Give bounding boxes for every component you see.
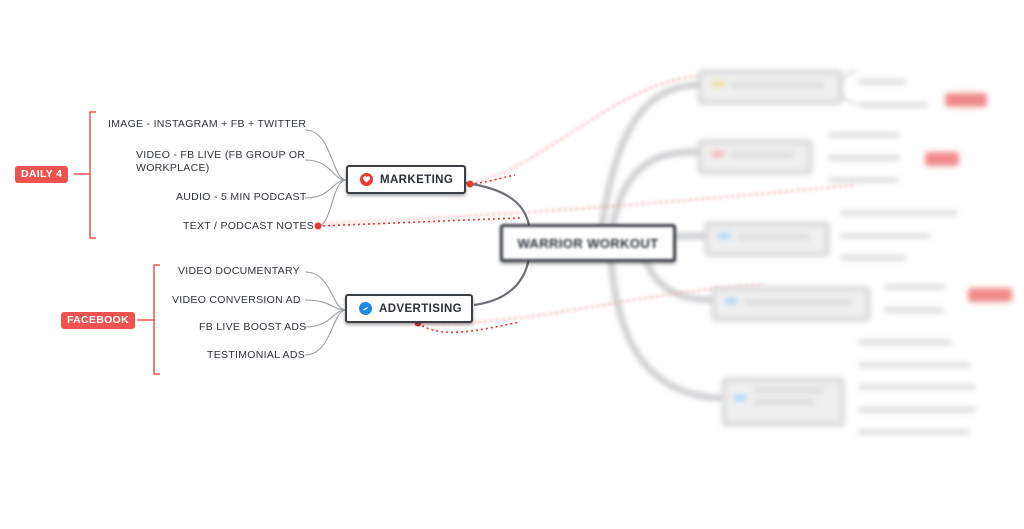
marketing-item-video-cont[interactable]: WORKPLACE) xyxy=(136,162,210,174)
advertising-item-testimonial[interactable]: TESTIMONIAL ADS xyxy=(207,349,306,361)
advertising-item-conversion[interactable]: VIDEO CONVERSION AD xyxy=(172,294,301,306)
daily-4-tag[interactable]: DAILY 4 xyxy=(15,166,69,183)
advertising-node[interactable]: ADVERTISING xyxy=(345,294,473,323)
marketing-item-audio[interactable]: AUDIO - 5 MIN PODCAST xyxy=(176,191,307,203)
central-topic-node[interactable]: WARRIOR WORKOUT xyxy=(500,224,676,262)
speech-bubble-icon xyxy=(359,302,372,315)
marketing-item-video[interactable]: VIDEO - FB LIVE (FB GROUP OR xyxy=(136,149,306,161)
heart-icon xyxy=(360,173,373,186)
marketing-node[interactable]: MARKETING xyxy=(346,165,466,194)
marketing-label: MARKETING xyxy=(380,173,454,186)
advertising-label: ADVERTISING xyxy=(379,302,462,315)
advertising-item-boost[interactable]: FB LIVE BOOST ADS xyxy=(199,321,307,333)
facebook-tag[interactable]: FACEBOOK xyxy=(61,312,135,329)
marketing-item-text[interactable]: TEXT / PODCAST NOTES xyxy=(183,220,315,232)
marketing-item-image[interactable]: IMAGE - INSTAGRAM + FB + TWITTER xyxy=(108,118,307,130)
central-topic-label: WARRIOR WORKOUT xyxy=(517,235,659,251)
advertising-item-documentary[interactable]: VIDEO DOCUMENTARY xyxy=(178,265,300,277)
